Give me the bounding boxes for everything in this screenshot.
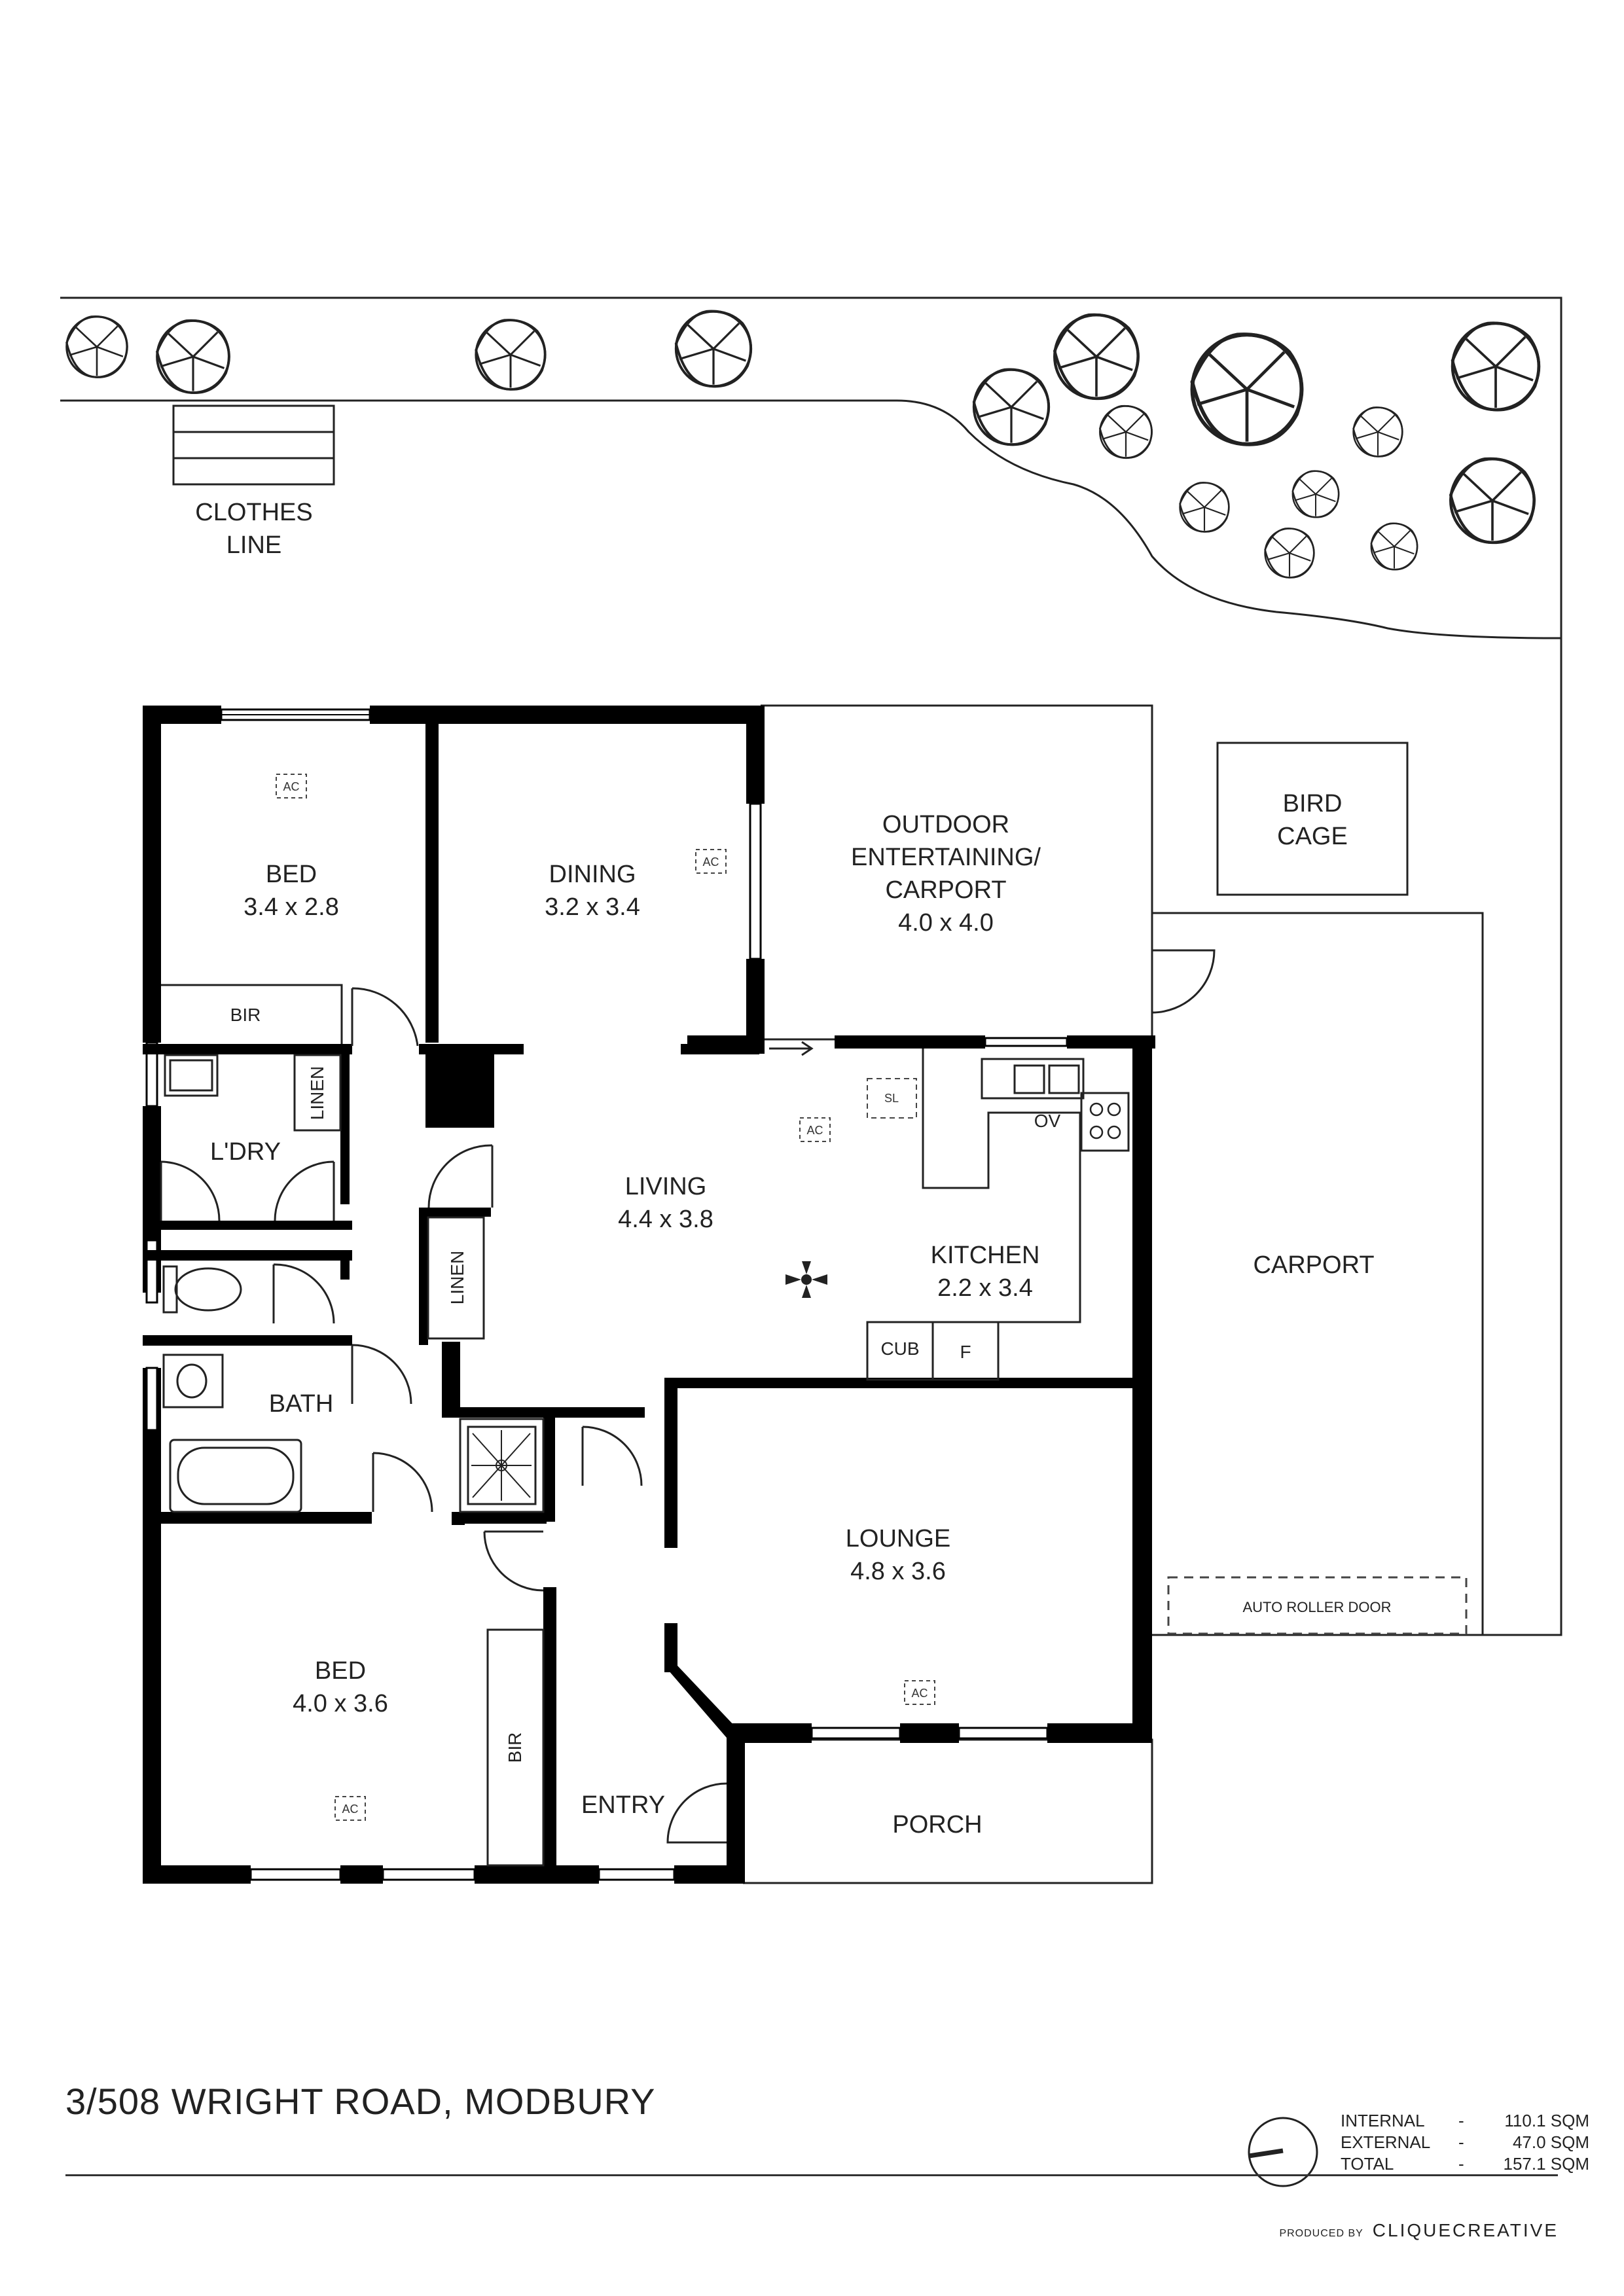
dining-name: DINING	[549, 861, 636, 888]
carport-name: CARPORT	[1253, 1251, 1374, 1279]
oven-label: OV	[1034, 1111, 1061, 1131]
lounge-name: LOUNGE	[846, 1525, 950, 1552]
site-boundary	[60, 296, 1562, 1636]
bird-cage-label-1: BIRD	[1283, 790, 1343, 817]
bed1-name: BED	[266, 861, 317, 888]
dining-dims: 3.2 x 3.4	[545, 893, 640, 921]
area-summary: INTERNAL-110.1 SQM EXTERNAL-47.0 SQM TOT…	[1341, 2110, 1589, 2175]
credit-brand-2: CREATIVE	[1453, 2220, 1559, 2240]
bed2-dims: 4.0 x 3.6	[293, 1690, 388, 1717]
roller-door-label: AUTO ROLLER DOOR	[1243, 1599, 1392, 1615]
bed2-name: BED	[315, 1657, 366, 1685]
ceiling-fan-icon	[785, 1261, 827, 1298]
footer-divider	[65, 2174, 1558, 2176]
tree-icon	[1192, 334, 1301, 444]
ac-icon: AC	[695, 849, 727, 874]
bed1-dims: 3.4 x 2.8	[244, 893, 339, 921]
tree-icon	[1370, 522, 1418, 571]
internal-walls	[143, 706, 1152, 1875]
ac-icon: AC	[904, 1680, 935, 1705]
area-row-internal: INTERNAL-110.1 SQM	[1341, 2111, 1589, 2130]
entry-name: ENTRY	[581, 1791, 665, 1819]
tree-icon	[65, 315, 128, 378]
skylight-label: SL	[884, 1092, 899, 1105]
kitchen-name: KITCHEN	[931, 1242, 1040, 1269]
producer-credit: PRODUCED BY CLIQUECREATIVE	[1279, 2220, 1559, 2241]
linen-label-2: LINEN	[447, 1251, 467, 1304]
svg-text:AC: AC	[283, 780, 299, 793]
clothes-line: CLOTHES LINE	[172, 404, 335, 559]
living-dims: 4.4 x 3.8	[618, 1206, 713, 1233]
credit-brand-1: CLIQUE	[1372, 2220, 1453, 2240]
tree-icon	[156, 319, 230, 395]
property-address: 3/508 WRIGHT ROAD, MODBURY	[65, 2081, 656, 2122]
tree-icon	[1453, 323, 1539, 410]
north-compass-icon	[1248, 2117, 1318, 2187]
bir-label-2: BIR	[505, 1732, 525, 1763]
kitchen-dims: 2.2 x 3.4	[937, 1274, 1033, 1302]
clothes-line-label-1: CLOTHES	[195, 499, 312, 526]
tree-icon	[475, 319, 547, 391]
svg-text:AC: AC	[702, 855, 719, 869]
clothes-line-label-2: LINE	[226, 531, 281, 559]
fridge-label: F	[960, 1342, 971, 1362]
room-labels: BED 3.4 x 2.8 DINING 3.2 x 3.4 OUTDOOR E…	[210, 811, 1375, 1839]
cupboard-label: CUB	[880, 1338, 919, 1359]
tree-icon	[1264, 528, 1315, 579]
bird-cage-label-2: CAGE	[1277, 823, 1348, 850]
bird-cage: BIRD CAGE	[1216, 742, 1409, 896]
tree-icon	[972, 368, 1051, 446]
porch-name: PORCH	[892, 1811, 982, 1839]
area-row-total: TOTAL-157.1 SQM	[1341, 2154, 1589, 2174]
bir-label-1: BIR	[230, 1005, 261, 1025]
tree-icon	[1451, 459, 1534, 543]
living-name: LIVING	[625, 1173, 707, 1200]
svg-text:AC: AC	[911, 1687, 928, 1700]
area-row-external: EXTERNAL-47.0 SQM	[1341, 2132, 1589, 2152]
outdoor-dims: 4.0 x 4.0	[898, 909, 994, 937]
ac-icon: AC	[799, 1117, 831, 1142]
laundry-name: L'DRY	[210, 1138, 281, 1166]
svg-text:AC: AC	[342, 1803, 358, 1816]
fixtures: BIR LINEN LINEN	[160, 774, 1130, 1867]
garden-trees	[65, 310, 1539, 579]
tree-icon	[1099, 404, 1153, 459]
tree-icon	[674, 310, 753, 388]
outdoor-line2: ENTERTAINING/	[851, 844, 1041, 871]
bath-name: BATH	[269, 1390, 334, 1418]
outdoor-line1: OUTDOOR	[882, 811, 1009, 838]
tree-icon	[1055, 315, 1138, 399]
tree-icon	[1291, 470, 1340, 518]
linen-label-1: LINEN	[307, 1066, 327, 1120]
credit-prefix: PRODUCED BY	[1279, 2228, 1363, 2239]
lounge-dims: 4.8 x 3.6	[850, 1558, 946, 1585]
shower-drain-icon	[471, 1430, 532, 1501]
ac-icon: AC	[334, 1796, 366, 1821]
svg-text:AC: AC	[806, 1124, 823, 1137]
outdoor-line3: CARPORT	[885, 876, 1006, 904]
tree-icon	[1352, 406, 1403, 457]
tree-icon	[1179, 482, 1230, 533]
carport-outline: AUTO ROLLER DOOR	[1151, 912, 1484, 1635]
ac-icon: AC	[276, 774, 307, 798]
